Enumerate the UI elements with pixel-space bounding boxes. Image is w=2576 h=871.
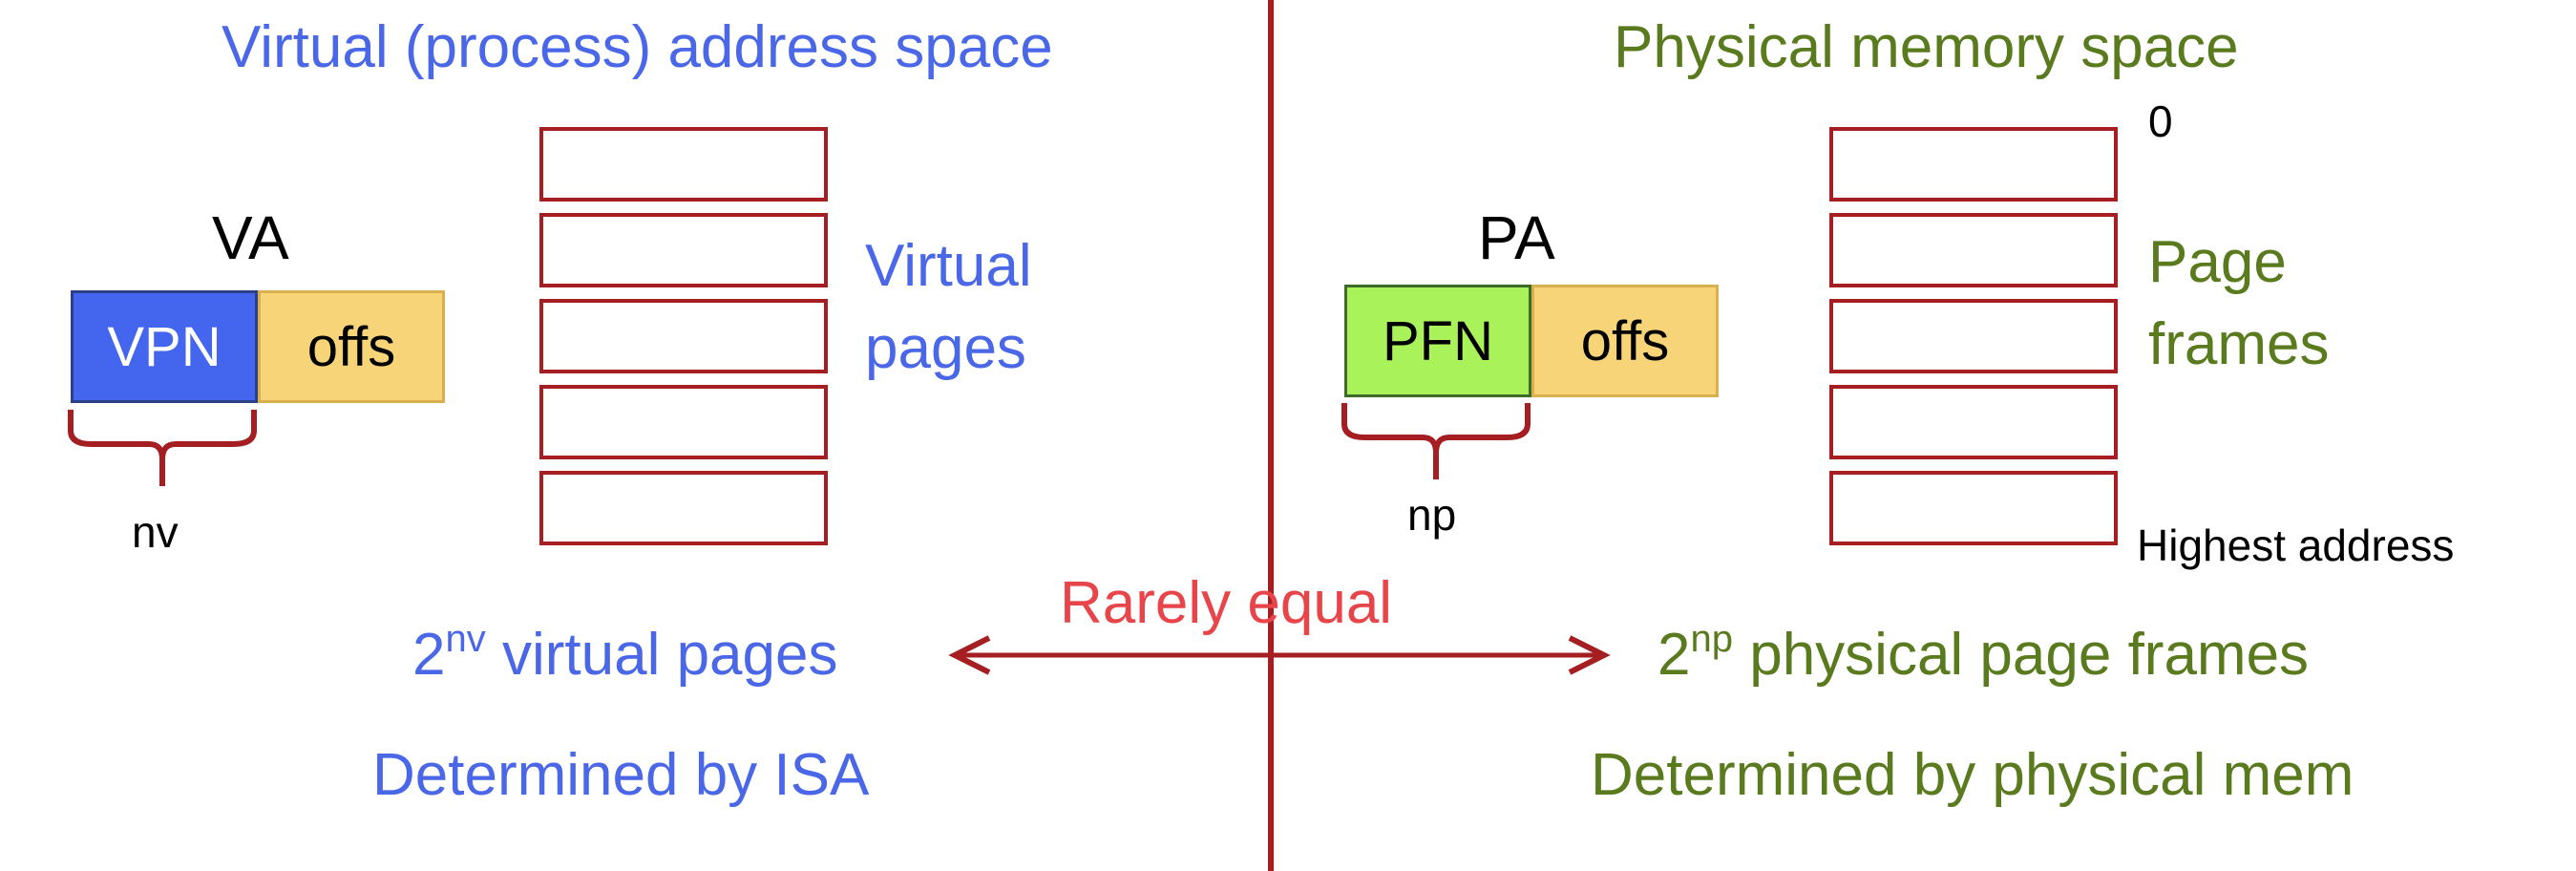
nv-brace-icon — [68, 410, 257, 486]
pa-offset-label: offs — [1580, 309, 1670, 372]
virtual-space-title: Virtual (process) address space — [222, 14, 1053, 80]
virtual-page-count: 2nv virtual pages — [412, 618, 838, 689]
virtual-pages-label-line2: pages — [865, 315, 1026, 381]
virtual-page — [539, 299, 828, 373]
virtual-count-text: virtual pages — [485, 622, 838, 688]
vpn-field: VPN — [71, 290, 258, 403]
page-frame — [1829, 127, 2118, 202]
page-frame — [1829, 299, 2118, 373]
pa-label: PA — [1478, 203, 1555, 272]
determined-by-physical-mem: Determined by physical mem — [1591, 742, 2354, 808]
page-frame — [1829, 471, 2118, 545]
page-frames-label-line1: Page — [2148, 229, 2287, 295]
virtual-count-exponent: nv — [445, 618, 486, 660]
va-offset-label: offs — [306, 315, 396, 378]
virtual-pages-label: Virtual pages — [865, 225, 1032, 390]
virtual-page — [539, 385, 828, 459]
pfn-field: PFN — [1344, 285, 1531, 397]
page-frame — [1829, 213, 2118, 287]
determined-by-isa: Determined by ISA — [372, 742, 870, 808]
np-label: np — [1407, 490, 1457, 540]
physical-count-text: physical page frames — [1732, 622, 2310, 688]
physical-count-base: 2 — [1658, 622, 1691, 688]
np-brace-icon — [1341, 403, 1531, 479]
double-arrow-icon — [948, 635, 1611, 675]
nv-label: nv — [132, 507, 179, 557]
virtual-page — [539, 471, 828, 545]
highest-address-label: Highest address — [2137, 520, 2455, 570]
virtual-pages-label-line1: Virtual — [865, 233, 1032, 299]
physical-space-title: Physical memory space — [1614, 14, 2239, 80]
va-label: VA — [212, 203, 289, 272]
virtual-page — [539, 213, 828, 287]
page-frames-label-line2: frames — [2148, 311, 2330, 377]
physical-frame-count: 2np physical page frames — [1658, 618, 2310, 689]
pa-offset-field: offs — [1531, 285, 1719, 397]
pfn-field-label: PFN — [1383, 309, 1493, 372]
va-offset-field: offs — [258, 290, 445, 403]
vpn-field-label: VPN — [107, 315, 222, 378]
virtual-count-base: 2 — [412, 622, 446, 688]
virtual-page — [539, 127, 828, 202]
rarely-equal-label: Rarely equal — [1060, 570, 1393, 636]
lowest-address-label: 0 — [2148, 96, 2173, 146]
page-frames-label: Page frames — [2148, 222, 2329, 386]
physical-count-exponent: np — [1690, 618, 1733, 660]
center-divider — [1268, 0, 1274, 871]
page-frame — [1829, 385, 2118, 459]
